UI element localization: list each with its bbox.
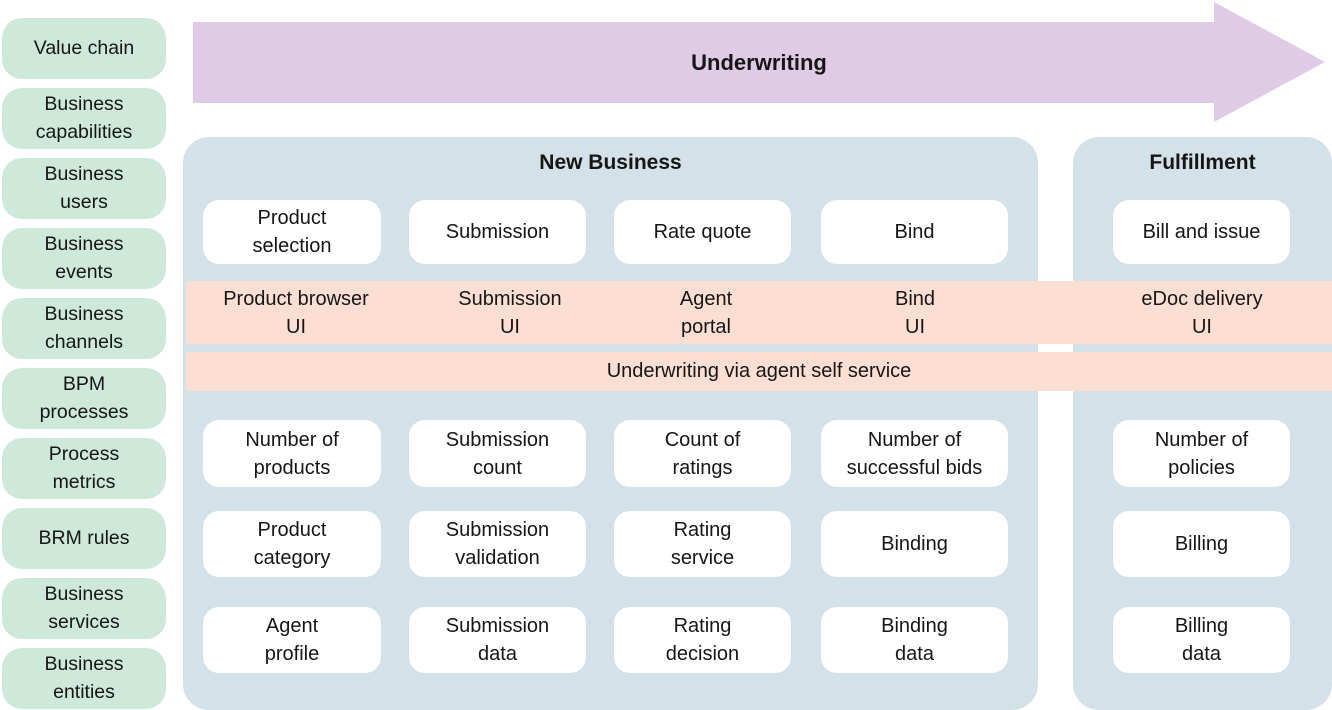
card-rate-quote: Rate quote bbox=[614, 200, 791, 264]
card-number-of-successful-bids: Number of successful bids bbox=[821, 420, 1008, 487]
channel-label-bind-ui: Bind UI bbox=[894, 287, 936, 338]
sidebar-item-brm-rules: BRM rules bbox=[2, 508, 166, 569]
card-rating-service: Rating service bbox=[614, 511, 791, 577]
card-product-category: Product category bbox=[203, 511, 381, 577]
card-count-of-ratings: Count of ratings bbox=[614, 420, 791, 487]
sidebar-item-value-chain: Value chain bbox=[2, 18, 166, 79]
card-number-of-policies: Number of policies bbox=[1113, 420, 1290, 487]
process-band-label: Underwriting via agent self service bbox=[606, 360, 912, 382]
card-submission-count: Submission count bbox=[409, 420, 586, 487]
sidebar-item-bpm-processes: BPM processes bbox=[2, 368, 166, 429]
card-bind: Bind bbox=[821, 200, 1008, 264]
sidebar-item-business-events: Business events bbox=[2, 228, 166, 289]
card-product-selection: Product selection bbox=[203, 200, 381, 264]
underwriting-arrow-label: Underwriting bbox=[691, 49, 827, 75]
card-submission-data: Submission data bbox=[409, 607, 586, 673]
card-submission: Submission bbox=[409, 200, 586, 264]
sidebar-item-business-capabilities: Business capabilities bbox=[2, 88, 166, 149]
sidebar: Value chain Business capabilities Busine… bbox=[2, 18, 166, 709]
card-submission-validation: Submission validation bbox=[409, 511, 586, 577]
sidebar-item-business-channels: Business channels bbox=[2, 298, 166, 359]
card-agent-profile: Agent profile bbox=[203, 607, 381, 673]
card-binding-data: Binding data bbox=[821, 607, 1008, 673]
sidebar-item-process-metrics: Process metrics bbox=[2, 438, 166, 499]
new-business-panel-title: New Business bbox=[539, 151, 682, 174]
card-binding: Binding bbox=[821, 511, 1008, 577]
fulfillment-panel-title: Fulfillment bbox=[1149, 151, 1256, 174]
card-billing-data: Billing data bbox=[1113, 607, 1290, 673]
channel-label-product-browser-ui: Product browser UI bbox=[223, 287, 369, 338]
channels-band bbox=[186, 281, 1332, 344]
underwriting-arrow bbox=[193, 22, 1214, 103]
channel-label-submission-ui: Submission UI bbox=[458, 287, 562, 338]
channel-label-edoc-delivery-ui: eDoc delivery UI bbox=[1141, 287, 1263, 338]
process-band: Underwriting via agent self service bbox=[186, 352, 1332, 391]
card-billing: Billing bbox=[1113, 511, 1290, 577]
channel-label-agent-portal: Agent portal bbox=[679, 287, 733, 338]
card-bill-and-issue: Bill and issue bbox=[1113, 200, 1290, 264]
sidebar-item-business-entities: Business entities bbox=[2, 648, 166, 709]
sidebar-item-business-services: Business services bbox=[2, 578, 166, 639]
card-number-of-products: Number of products bbox=[203, 420, 381, 487]
sidebar-item-business-users: Business users bbox=[2, 158, 166, 219]
card-rating-decision: Rating decision bbox=[614, 607, 791, 673]
underwriting-arrow-head-icon bbox=[1214, 2, 1325, 122]
